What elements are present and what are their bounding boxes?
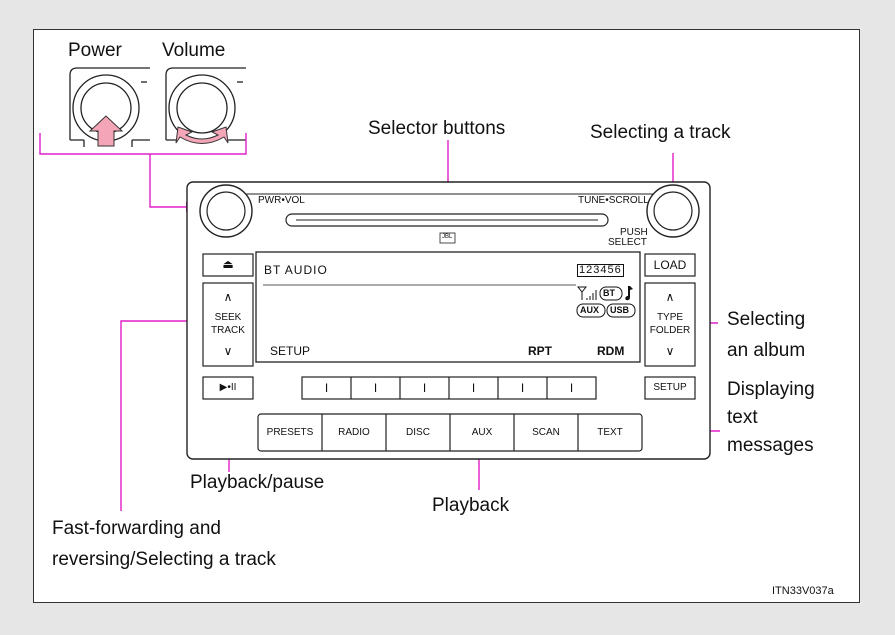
type-down-chevron-icon: ∨ bbox=[665, 344, 675, 358]
display-aux-indicator: AUX bbox=[580, 305, 600, 315]
pwr-vol-label: PWR•VOL bbox=[258, 195, 305, 206]
selecting-track-label: Selecting a track bbox=[590, 122, 731, 143]
jbl-badge: JBL bbox=[442, 234, 453, 240]
playback-label: Playback bbox=[432, 495, 510, 516]
track-label: TRACK bbox=[211, 325, 245, 336]
type-up-chevron-icon: ∧ bbox=[665, 290, 675, 304]
folder-label: FOLDER bbox=[649, 325, 691, 336]
load-button[interactable]: LOAD bbox=[653, 258, 687, 272]
seek-label: SEEK bbox=[214, 312, 242, 323]
music-note-icon bbox=[625, 286, 633, 301]
aux-button[interactable]: AUX bbox=[471, 427, 493, 438]
figure-code: ITN33V037a bbox=[772, 585, 834, 597]
selector-button-2[interactable]: I bbox=[373, 381, 378, 395]
push-select-bottom: SELECT bbox=[608, 237, 647, 248]
signal-icon bbox=[576, 286, 597, 300]
scan-button[interactable]: SCAN bbox=[532, 427, 560, 438]
bt-indicator-frame bbox=[599, 286, 623, 301]
fast-forward-label: Fast-forwarding and reversing/Selecting … bbox=[52, 518, 276, 570]
seek-down-chevron-icon: ∨ bbox=[223, 344, 233, 358]
selector-button-3[interactable]: I bbox=[422, 381, 427, 395]
seek-up-chevron-icon: ∧ bbox=[223, 290, 233, 304]
playback-pause-label: Playback/pause bbox=[190, 472, 325, 493]
volume-label: Volume bbox=[162, 40, 226, 61]
display-rdm-text: RDM bbox=[597, 344, 625, 358]
displaying-text-label: Displaying text messages bbox=[727, 379, 815, 456]
power-press-arrow-icon bbox=[88, 115, 124, 147]
selector-buttons-label: Selector buttons bbox=[368, 118, 506, 139]
selector-button-5[interactable]: I bbox=[520, 381, 525, 395]
display-rpt-text: RPT bbox=[528, 344, 552, 358]
disc-button[interactable]: DISC bbox=[406, 427, 430, 438]
display-usb-indicator: USB bbox=[610, 305, 630, 315]
radio-unit bbox=[186, 181, 711, 460]
display-setup-text: SETUP bbox=[270, 344, 311, 358]
selecting-album-label: Selecting an album bbox=[727, 309, 806, 361]
presets-button[interactable]: PRESETS bbox=[266, 427, 314, 438]
display-bt-indicator: BT bbox=[603, 288, 615, 298]
power-label: Power bbox=[68, 40, 122, 61]
type-folder-button[interactable]: ∧ TYPE FOLDER ∨ bbox=[645, 283, 695, 366]
push-select-top: PUSH bbox=[620, 227, 648, 238]
selector-button-6[interactable]: I bbox=[569, 381, 574, 395]
seek-track-button[interactable]: ∧ SEEK TRACK ∨ bbox=[203, 283, 253, 366]
text-button[interactable]: TEXT bbox=[597, 427, 623, 438]
radio-button[interactable]: RADIO bbox=[338, 427, 370, 438]
selector-button-4[interactable]: I bbox=[471, 381, 476, 395]
selector-button-1[interactable]: I bbox=[324, 381, 329, 395]
setup-button[interactable]: SETUP bbox=[653, 382, 687, 393]
usb-indicator-frame bbox=[606, 303, 636, 318]
tune-scroll-label: TUNE•SCROLL bbox=[578, 195, 649, 206]
eject-button[interactable]: ⏏ bbox=[222, 257, 234, 271]
type-label: TYPE bbox=[656, 312, 684, 323]
display-presets-indicator: 123456 bbox=[577, 264, 624, 277]
aux-indicator-frame bbox=[576, 303, 606, 318]
display-source-text: BT AUDIO bbox=[264, 263, 328, 277]
play-pause-button[interactable]: ▶•II bbox=[219, 382, 237, 393]
volume-rotate-arrow-icon bbox=[175, 126, 229, 144]
